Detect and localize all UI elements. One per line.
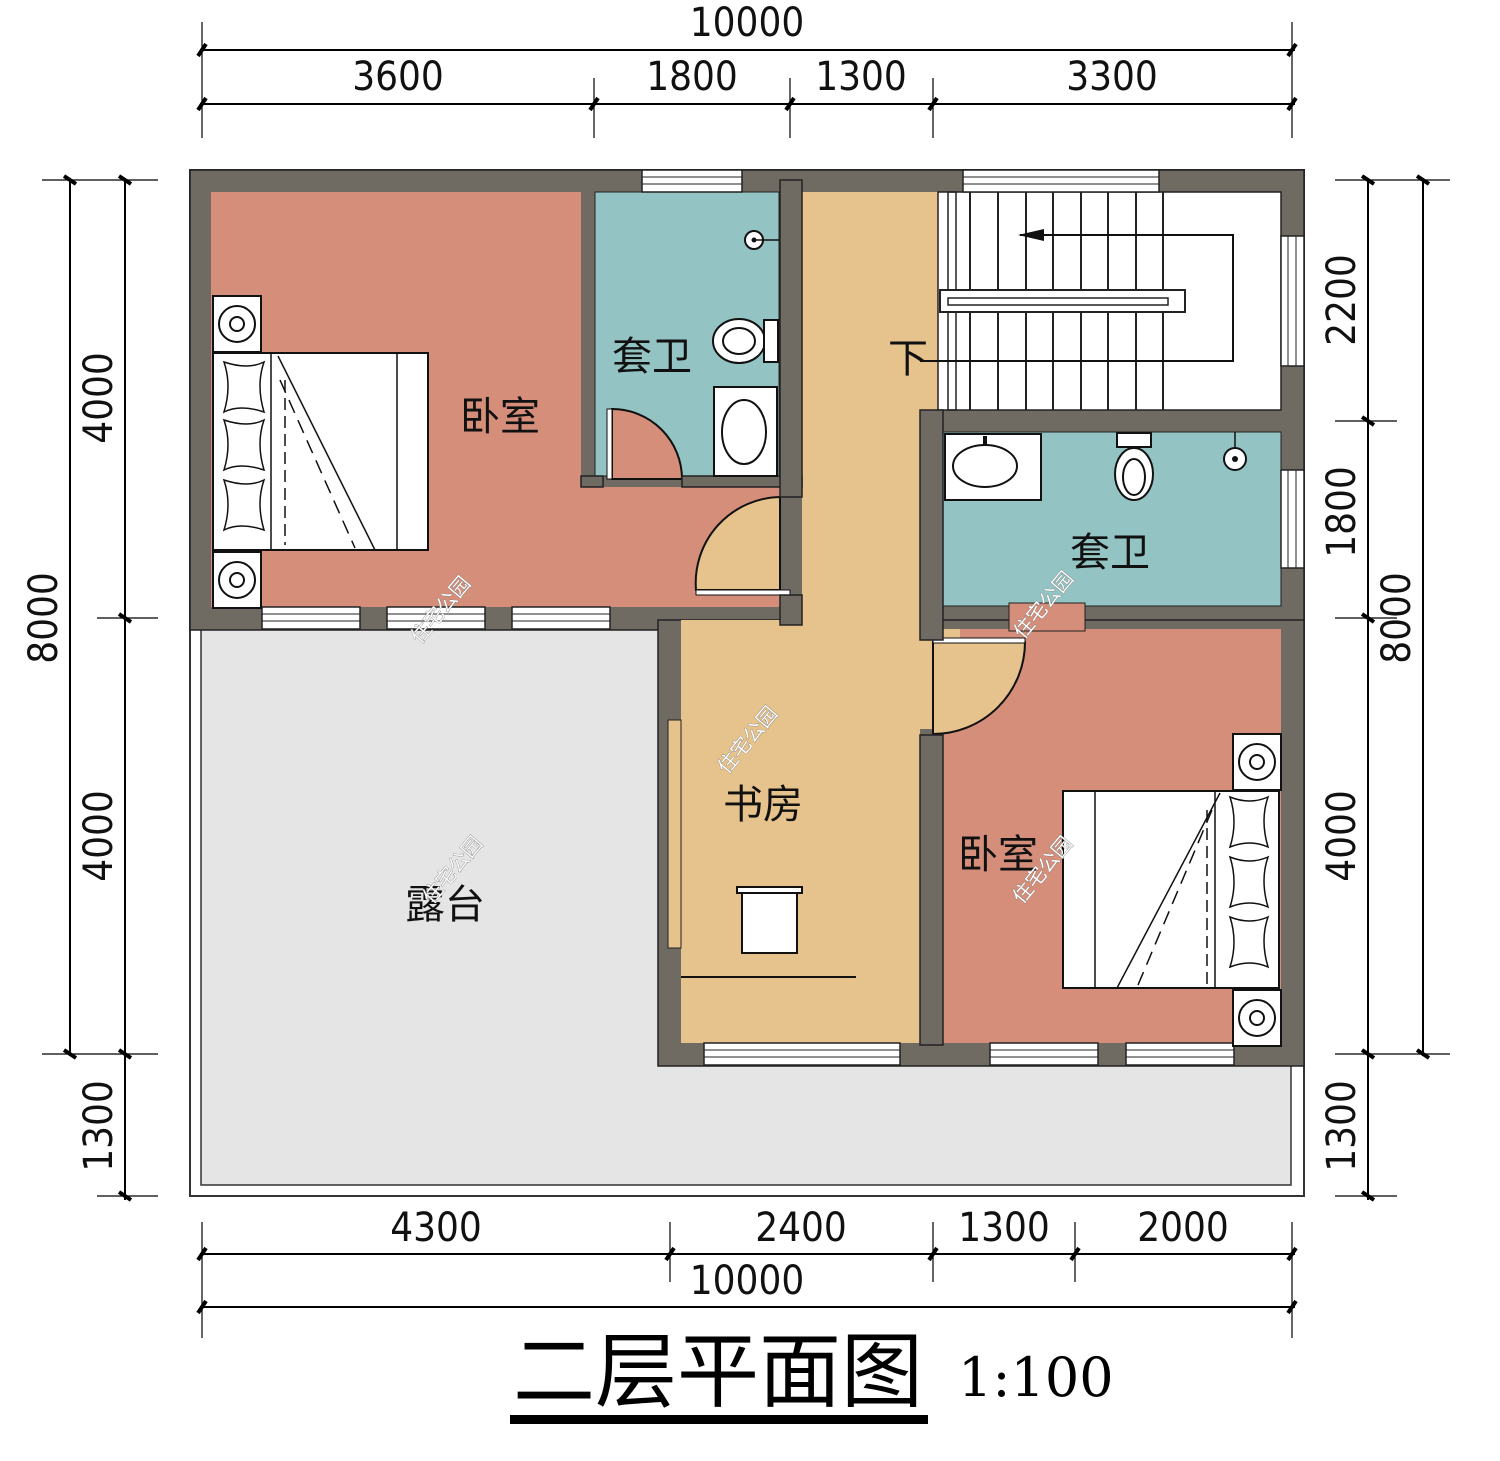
drawing-scale: 1:100: [958, 1346, 1114, 1409]
dim-bottom-seg-3: 1300: [958, 1205, 1050, 1251]
title-underline: [510, 1415, 928, 1424]
dim-left-seg-3: 1300: [76, 1080, 122, 1172]
dim-right-seg-3: 4000: [1319, 790, 1365, 882]
dim-top-seg-4: 3300: [1066, 54, 1158, 100]
dim-top-seg-2: 1800: [646, 54, 738, 100]
bath-east-fixtures: [944, 432, 1247, 501]
dim-top-total: 10000: [690, 0, 804, 46]
dim-bottom-seg-4: 2000: [1137, 1205, 1229, 1251]
dim-right-seg-2: 1800: [1319, 466, 1365, 558]
room-label-bedroom-nw: 卧室: [460, 394, 540, 440]
study-furniture: [681, 886, 856, 978]
room-label-study: 书房: [723, 782, 803, 828]
right-dimensions: 2200 1800 4000 1300 8000: [1319, 174, 1450, 1202]
dim-right-total: 8000: [1374, 572, 1420, 664]
dim-bottom-seg-2: 2400: [755, 1205, 847, 1251]
drawing-title: 二层平面图: [513, 1325, 923, 1420]
toilet-icon: [712, 318, 766, 364]
left-dimensions: 8000 4000 4000 1300: [21, 174, 158, 1202]
stair-direction-arrow-icon: [1018, 229, 1044, 241]
bottom-dimensions: 4300 2400 1300 2000 10000: [196, 1205, 1298, 1338]
dim-right-seg-1: 2200: [1319, 254, 1365, 346]
windows: [261, 169, 1305, 1066]
dim-top-seg-1: 3600: [352, 54, 444, 100]
top-dimensions: 10000 3600 1800 1300 3300: [196, 0, 1298, 138]
dim-top-seg-3: 1300: [815, 54, 907, 100]
room-label-terrace: 露台: [405, 882, 485, 928]
dim-bottom-total: 10000: [690, 1258, 804, 1304]
bed-nw: [212, 295, 429, 609]
dim-left-seg-2: 4000: [76, 790, 122, 882]
bed-se: [1062, 733, 1282, 1047]
bath-north-fixtures: [712, 230, 779, 477]
dim-right-seg-4: 1300: [1319, 1080, 1365, 1172]
stair-down-label: 下: [888, 336, 928, 382]
room-label-bedroom-se: 卧室: [958, 832, 1038, 878]
dim-left-total: 8000: [21, 572, 67, 664]
room-label-bath-east: 套卫: [1070, 530, 1150, 576]
dim-left-seg-1: 4000: [76, 352, 122, 444]
stair-treads: [920, 191, 1234, 411]
room-label-bath-north: 套卫: [612, 334, 692, 380]
dim-bottom-seg-1: 4300: [390, 1205, 482, 1251]
